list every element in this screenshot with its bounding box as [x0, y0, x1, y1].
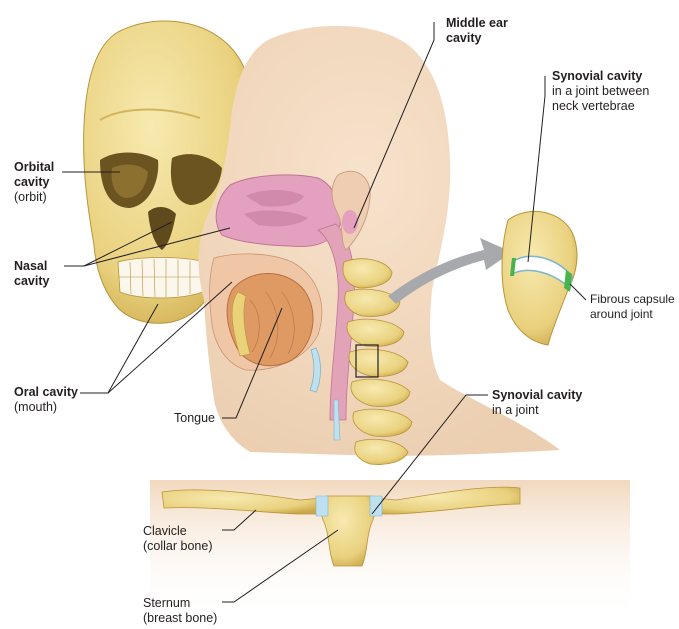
- orbital-title-1: Orbital: [14, 160, 54, 175]
- oral-cavity-label: Oral cavity (mouth): [14, 385, 78, 415]
- fibrous-line-1: Fibrous capsule: [590, 292, 675, 307]
- middle-ear-title-2: cavity: [446, 31, 508, 46]
- fibrous-line-2: around joint: [590, 307, 675, 322]
- clavicle-line-2: (collar bone): [143, 539, 212, 554]
- sternum-label: Sternum (breast bone): [143, 596, 217, 626]
- tongue-text: Tongue: [174, 411, 215, 426]
- synovial-neck-line-2: neck vertebrae: [552, 99, 649, 114]
- clavicle-label: Clavicle (collar bone): [143, 524, 212, 554]
- fibrous-capsule-label: Fibrous capsule around joint: [590, 292, 675, 322]
- middle-ear-title-1: Middle ear: [446, 16, 508, 31]
- synovial-joint-title: Synovial cavity: [492, 388, 582, 403]
- sternum-line-1: Sternum: [143, 596, 217, 611]
- nasal-cavity-label: Nasal cavity: [14, 259, 49, 289]
- nasal-title-1: Nasal: [14, 259, 49, 274]
- synovial-neck-line-1: in a joint between: [552, 84, 649, 99]
- clavicle-line-1: Clavicle: [143, 524, 212, 539]
- oral-title: Oral cavity: [14, 385, 78, 400]
- synovial-neck-title: Synovial cavity: [552, 69, 649, 84]
- orbital-cavity-label: Orbital cavity (orbit): [14, 160, 54, 205]
- synovial-joint-label: Synovial cavity in a joint: [492, 388, 582, 418]
- oral-sub: (mouth): [14, 400, 78, 415]
- sternum-line-2: (breast bone): [143, 611, 217, 626]
- nasal-cavity-region: [216, 175, 340, 247]
- synovial-neck-label: Synovial cavity in a joint between neck …: [552, 69, 649, 114]
- nasal-title-2: cavity: [14, 274, 49, 289]
- joint-inset: [502, 211, 577, 345]
- clavicle-sternum: [150, 480, 630, 620]
- orbital-sub: (orbit): [14, 190, 54, 205]
- synovial-joint-line-1: in a joint: [492, 403, 582, 418]
- tongue-label: Tongue: [174, 411, 215, 426]
- orbital-title-2: cavity: [14, 175, 54, 190]
- middle-ear: [342, 210, 358, 234]
- middle-ear-label: Middle ear cavity: [446, 16, 508, 46]
